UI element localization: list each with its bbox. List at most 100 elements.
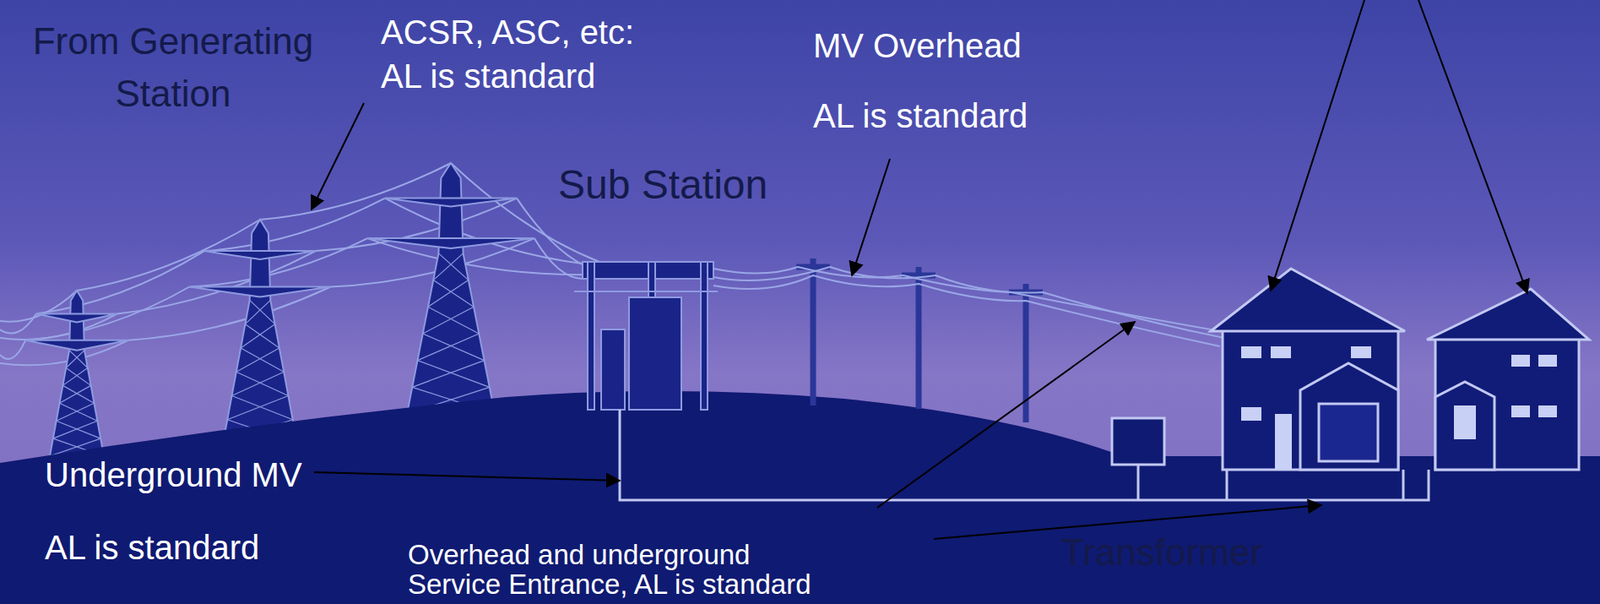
tower-lattice (240, 347, 284, 372)
transmission-wire (367, 238, 592, 275)
tower-crossarm (36, 313, 118, 322)
tower-lattice (249, 299, 276, 324)
leader-line (1270, 0, 1365, 291)
leader-line (877, 321, 1135, 508)
tower-crossarm (204, 250, 316, 260)
tower-lattice (69, 350, 88, 369)
callout-label: AL is standard (44, 526, 332, 568)
substation-block (629, 297, 682, 410)
house-roof (1210, 268, 1405, 331)
transmission-wire (0, 340, 26, 359)
door (1274, 413, 1292, 470)
substation-block (601, 329, 625, 410)
house-body (1435, 337, 1579, 470)
tower-lattice (232, 371, 285, 396)
callout-label: AL is standard (813, 95, 1084, 136)
tower-crossarm (385, 198, 517, 207)
tower-lattice (423, 306, 474, 334)
garage (1300, 363, 1399, 470)
transmission-wire (516, 198, 592, 269)
substation (574, 261, 718, 410)
tower-lattice (65, 367, 91, 386)
window (1511, 405, 1530, 418)
overhead-wires (0, 162, 600, 365)
cable (1225, 469, 1229, 500)
tower-lattice (428, 306, 479, 334)
tower-lattice (236, 371, 289, 396)
callout-label: Transformer (1061, 533, 1315, 571)
wire (713, 266, 1225, 338)
transmission-wire (117, 250, 316, 314)
cable (619, 409, 1404, 500)
pole (810, 258, 817, 406)
window (1241, 346, 1262, 358)
transmission-wire (534, 238, 583, 279)
callout-label: Sub Station (558, 160, 812, 210)
substation-post (587, 261, 595, 410)
leader-line (1418, 0, 1528, 293)
transmission-wire (0, 313, 37, 333)
window (1453, 405, 1476, 440)
cable (1137, 464, 1140, 500)
tower-lattice (244, 299, 271, 324)
tower-lattice (62, 385, 94, 403)
tower-lattice (59, 385, 92, 403)
garage-door (1318, 403, 1378, 462)
pad-transformer (1111, 417, 1165, 465)
tower-lattice (433, 280, 474, 308)
window (1350, 346, 1372, 358)
house (1210, 268, 1405, 470)
transmission-wire (25, 287, 190, 341)
window (1511, 354, 1530, 367)
tower-crossarm (189, 287, 331, 298)
callout-label: ACSR, ASC, etc: AL is standard (380, 10, 660, 98)
house-roof (1426, 288, 1590, 340)
callout-label: Underground MV (44, 454, 332, 495)
tower-lattice (65, 350, 85, 369)
window (1270, 346, 1291, 358)
tower-lattice (236, 347, 280, 372)
tower-crossarm (367, 238, 535, 249)
tower-lattice (56, 420, 101, 439)
leader-line (311, 103, 364, 210)
leader-line (314, 471, 620, 481)
transmission-wire (385, 198, 583, 264)
tower-lattice (417, 333, 479, 361)
pole (916, 266, 923, 409)
substation-post (700, 261, 708, 410)
transmission-wire (260, 162, 451, 220)
tower-lattice (428, 280, 469, 308)
tower-lattice (433, 253, 463, 281)
distribution-wires (713, 266, 1225, 347)
cable (1403, 469, 1429, 500)
house-body (1222, 329, 1399, 470)
tower-lattice (417, 360, 489, 388)
ground-hill (0, 390, 1600, 604)
tower-lattice (62, 367, 87, 386)
transmission-wire (330, 238, 535, 287)
tower-lattice (232, 395, 293, 419)
tower-lattice (438, 253, 468, 281)
tower-lattice (56, 402, 95, 421)
house-wing (1435, 381, 1495, 470)
tower-lattice (423, 333, 485, 361)
tower-lattice (227, 395, 288, 419)
house (1426, 288, 1590, 470)
tower-lattice (59, 402, 98, 421)
distribution-poles (796, 258, 1043, 423)
transmission-wire (128, 287, 331, 341)
tower-lattice (240, 324, 275, 348)
window (1241, 406, 1262, 421)
cable (1402, 469, 1405, 500)
callout-label: Overhead and underground Service Entranc… (407, 540, 839, 600)
wire (713, 275, 1221, 347)
transmission-wire (0, 340, 129, 365)
tower-lattice (412, 360, 484, 388)
window (1538, 405, 1557, 418)
callout-label: MV Overhead (813, 25, 1084, 66)
tower-crossarm (25, 340, 129, 351)
